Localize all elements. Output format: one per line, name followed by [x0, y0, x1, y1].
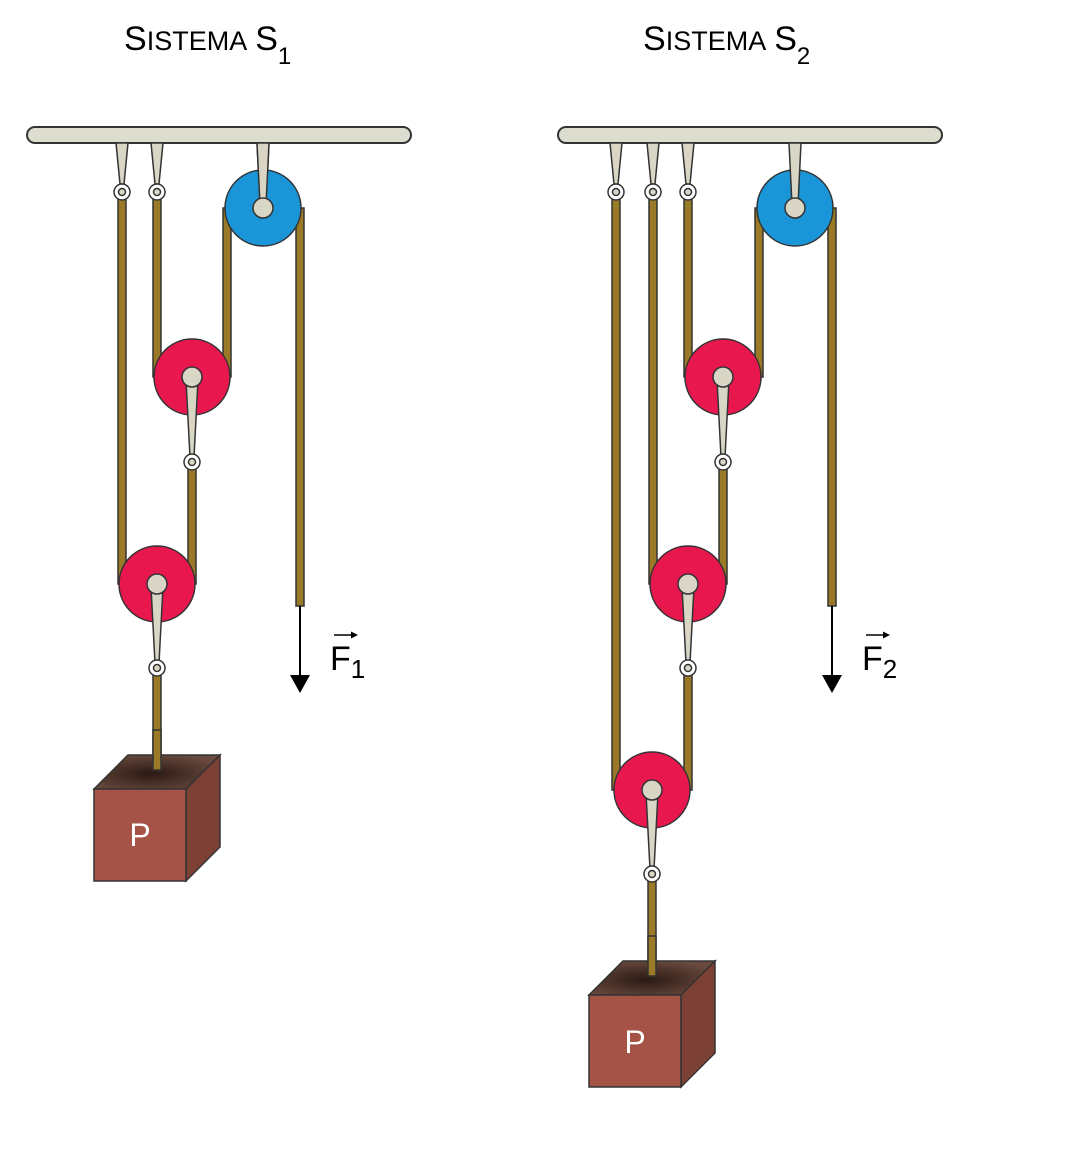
force-arrow [822, 606, 842, 693]
force-arrow [290, 606, 310, 693]
movable-pulley-upper-hanger [716, 379, 730, 458]
weight-label: P [624, 1024, 645, 1060]
ceiling-bar [26, 126, 412, 144]
movable-pulley-middle-hanger [681, 586, 695, 664]
anchor-rings [113, 183, 201, 677]
anchor-rings [607, 183, 732, 883]
force-label: F2 [862, 631, 897, 684]
fixed-pulley-axle [252, 197, 274, 219]
movable-pulley-middle-axle [677, 573, 699, 595]
weight-block: P [92, 729, 222, 883]
fixed-pulley-hanger [788, 142, 802, 206]
ceiling-hangers [609, 142, 695, 185]
svg-text:F1: F1 [330, 640, 365, 684]
rope-segments [117, 191, 305, 769]
movable-pulley-lower-hanger [645, 792, 659, 870]
movable-pulley-upper-axle [712, 366, 734, 388]
weight-label: P [129, 817, 150, 853]
movable-pulley-upper-hanger [185, 379, 199, 458]
movable-pulley-lower-axle [641, 779, 663, 801]
movable-pulley-upper-axle [181, 366, 203, 388]
movable-pulley-lower-hanger [150, 586, 164, 664]
movable-pulley-lower-axle [146, 573, 168, 595]
weight-block: P [587, 935, 717, 1089]
fixed-pulley-axle [784, 197, 806, 219]
ceiling-bar [557, 126, 943, 144]
force-label: F1 [330, 631, 365, 684]
fixed-pulley-hanger [256, 142, 270, 206]
svg-text:F2: F2 [862, 640, 897, 684]
